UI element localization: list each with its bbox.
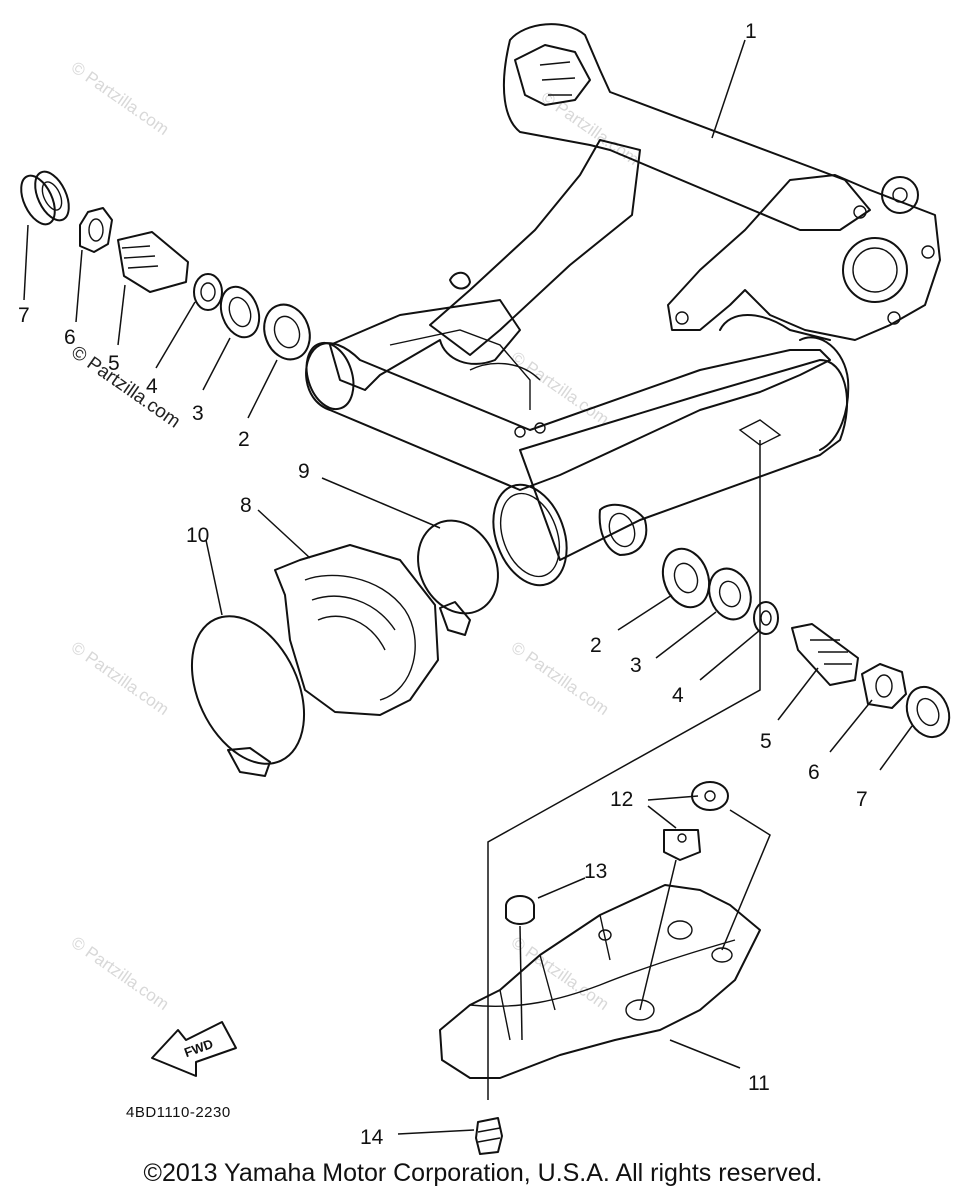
callout-5-left: 5: [108, 352, 120, 375]
watermark: © Partzilla.com: [68, 933, 173, 1014]
boot-and-clamps: [190, 519, 499, 777]
watermark: © Partzilla.com: [508, 348, 613, 429]
callout-8: 8: [240, 494, 252, 517]
callout-7-left: 7: [18, 304, 30, 327]
callout-2-left: 2: [238, 428, 250, 451]
callout-11: 11: [748, 1072, 770, 1095]
callout-10: 10: [186, 524, 209, 547]
callout-4-left: 4: [146, 375, 158, 398]
watermark: © Partzilla.com: [68, 638, 173, 719]
callout-labels: 1 7 6 5 4 3 2 9 8 10 2 3 4 5 6 7 12 13 1…: [18, 20, 868, 1149]
callout-4-right: 4: [672, 684, 684, 707]
callout-5-right: 5: [760, 730, 772, 753]
callout-2-right: 2: [590, 634, 602, 657]
callout-9: 9: [298, 460, 310, 483]
watermark: © Partzilla.com: [508, 933, 613, 1014]
watermark: © Partzilla.com: [68, 58, 173, 139]
watermark-featured: © Partzilla.com: [67, 342, 184, 433]
callout-14: 14: [360, 1126, 384, 1149]
fwd-arrow: FWD: [151, 1021, 237, 1077]
callout-13: 13: [584, 860, 607, 883]
left-pivot-stack: [20, 170, 311, 361]
callout-1: 1: [745, 20, 757, 43]
callout-12: 12: [610, 788, 633, 811]
callout-6-right: 6: [808, 761, 820, 784]
callout-7-right: 7: [856, 788, 868, 811]
cover-assembly: [439, 781, 761, 1155]
watermark-layer: © Partzilla.com © Partzilla.com © Partzi…: [67, 58, 642, 1014]
callout-3-left: 3: [192, 402, 204, 425]
callout-3-right: 3: [630, 654, 642, 677]
copyright-notice: ©2013 Yamaha Motor Corporation, U.S.A. A…: [143, 1159, 823, 1187]
leader-lines: [23, 39, 913, 1135]
drawing-code: 4BD1110-2230: [126, 1104, 231, 1121]
right-pivot-stack: [661, 547, 951, 739]
swingarm-drawing: [305, 23, 941, 587]
callout-6-left: 6: [64, 326, 76, 349]
